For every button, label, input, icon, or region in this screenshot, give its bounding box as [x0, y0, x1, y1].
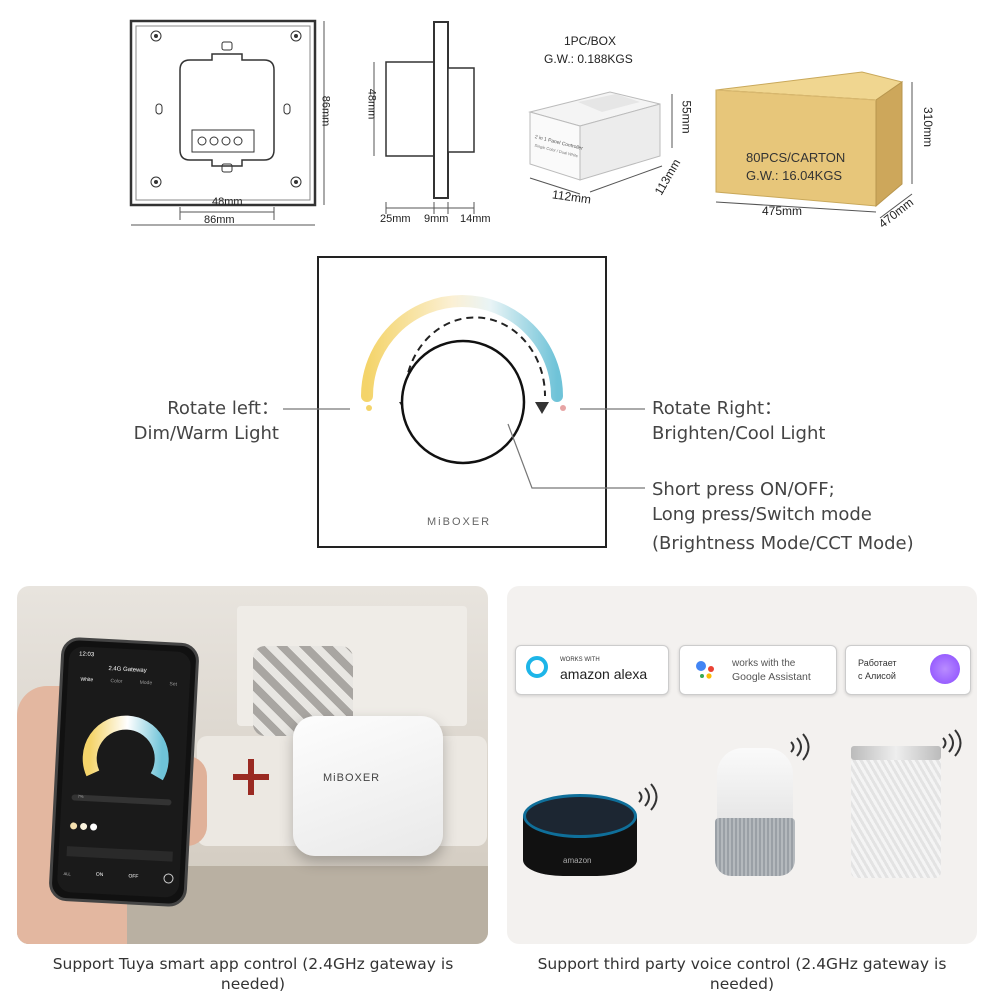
rotate-right-title: Rotate Right：	[652, 398, 783, 419]
phone-tabs: White Color Mode Set	[71, 676, 185, 692]
phone-on-button[interactable]: ON	[95, 871, 104, 879]
alexa-badge: WORKS WITH amazon alexa	[515, 645, 669, 695]
google-badge: works with the Google Assistant	[679, 645, 837, 695]
rotate-left-desc: Dim/Warm Light	[133, 423, 279, 444]
google-home-speaker	[715, 748, 795, 876]
phone-presets[interactable]	[69, 822, 98, 831]
rotate-left-label: Rotate left： Dim/Warm Light	[127, 396, 279, 446]
yandex-body	[851, 760, 941, 878]
phone-off-button[interactable]: OFF	[128, 873, 139, 880]
preset-dot-warm[interactable]	[69, 822, 78, 830]
phone-power-icon[interactable]	[163, 873, 174, 884]
carton-height: 310mm	[921, 106, 936, 148]
plus-icon-vertical	[248, 759, 254, 795]
alice-line2: с Алисой	[858, 671, 896, 681]
phone-all-button[interactable]: ALL	[63, 870, 71, 876]
rotate-right-desc: Brighten/Cool Light	[652, 423, 826, 444]
carton-weight: G.W.: 16.04KGS	[746, 168, 843, 183]
alexa-logo-icon	[526, 656, 548, 678]
press-long: Long press/Switch mode	[652, 504, 872, 525]
alice-logo-icon	[930, 654, 960, 684]
google-line1: works with the	[732, 658, 796, 669]
side-view-drawing: 48mm 25mm 9mm 14mm	[360, 10, 510, 230]
panel-brand-logo: MiBOXER	[427, 516, 492, 528]
retail-box: 1PC/BOX G.W.: 0.188KGS 2 in 1 Panel Cont…	[520, 30, 710, 210]
dim-side-height: 48mm	[365, 88, 378, 120]
app-control-card: 12:03 2.4G Gateway White Color Mode Set …	[17, 586, 488, 944]
box-quantity: 1PC/BOX	[564, 34, 617, 48]
phone-tab-set[interactable]: Set	[169, 681, 178, 688]
press-short: Short press ON/OFF;	[652, 479, 835, 500]
rotate-right-label: Rotate Right： Brighten/Cool Light	[652, 396, 825, 446]
shipping-carton: 80PCS/CARTON G.W.: 16.04KGS 310mm 475mm …	[712, 60, 942, 231]
gateway-device: MiBOXER	[293, 716, 443, 856]
phone-cct-wheel[interactable]	[74, 693, 179, 788]
phone-screen: 12:03 2.4G Gateway White Color Mode Set …	[56, 645, 192, 899]
smartphone: 12:03 2.4G Gateway White Color Mode Set …	[48, 636, 200, 908]
yandex-top	[851, 746, 941, 760]
rotate-left-title: Rotate left：	[167, 398, 279, 419]
alice-badge: Работает с Алисой	[845, 645, 971, 695]
front-view-drawing: 48mm 86mm 86mm	[120, 10, 340, 230]
box-height: 55mm	[679, 100, 694, 134]
google-home-top	[717, 748, 793, 822]
google-line2: Google Assistant	[732, 671, 811, 683]
google-home-base	[715, 818, 795, 876]
phone-app-title: 2.4G Gateway	[108, 666, 147, 675]
phone-tab-color[interactable]: Color	[110, 678, 123, 685]
dim-front-height: 86mm	[319, 95, 332, 127]
phone-time: 12:03	[78, 651, 95, 659]
dim-side-depth-c: 14mm	[460, 213, 491, 225]
alice-line1: Работает	[858, 658, 897, 668]
phone-tab-white[interactable]: White	[80, 676, 94, 684]
echo-top	[523, 794, 637, 838]
dim-side-depth-b: 9mm	[424, 213, 449, 225]
amazon-echo-dot: amazon	[523, 790, 637, 876]
panel-front: MiBOXER	[317, 256, 607, 548]
yandex-station-speaker	[851, 746, 941, 878]
google-assistant-icon	[694, 658, 718, 682]
carton-length: 475mm	[762, 204, 803, 218]
phone-brightness-text: 7%	[77, 793, 84, 799]
carton-quantity: 80PCS/CARTON	[746, 150, 846, 165]
gateway-brand: MiBOXER	[323, 772, 381, 784]
dim-side-depth-a: 25mm	[380, 213, 411, 225]
alexa-big-text: amazon alexa	[560, 666, 648, 682]
echo-sound-icon	[638, 783, 658, 811]
phone-bottom-bar: ALL ON OFF	[63, 866, 174, 886]
preset-dot-cool[interactable]	[89, 823, 98, 831]
preset-dot-neutral[interactable]	[79, 822, 88, 831]
phone-tab-mode[interactable]: Mode	[139, 679, 153, 687]
voice-control-card: WORKS WITH amazon alexa works with the G…	[507, 586, 977, 944]
press-modes: (Brightness Mode/CCT Mode)	[652, 533, 914, 554]
app-control-caption: Support Tuya smart app control (2.4GHz g…	[52, 955, 454, 993]
dim-front-outer-width: 86mm	[204, 214, 235, 226]
google-home-sound-icon	[790, 733, 810, 761]
press-label: Short press ON/OFF; Long press/Switch mo…	[652, 477, 914, 556]
box-weight: G.W.: 0.188KGS	[544, 52, 633, 66]
echo-brand: amazon	[563, 856, 592, 865]
alexa-small-text: WORKS WITH	[560, 657, 600, 663]
phone-brightness-bar[interactable]: 7%	[71, 793, 172, 806]
phone-stepper[interactable]	[66, 846, 173, 862]
dim-front-inner-width: 48mm	[212, 196, 243, 208]
voice-control-caption: Support third party voice control (2.4GH…	[537, 955, 947, 993]
yandex-sound-icon	[942, 729, 962, 757]
